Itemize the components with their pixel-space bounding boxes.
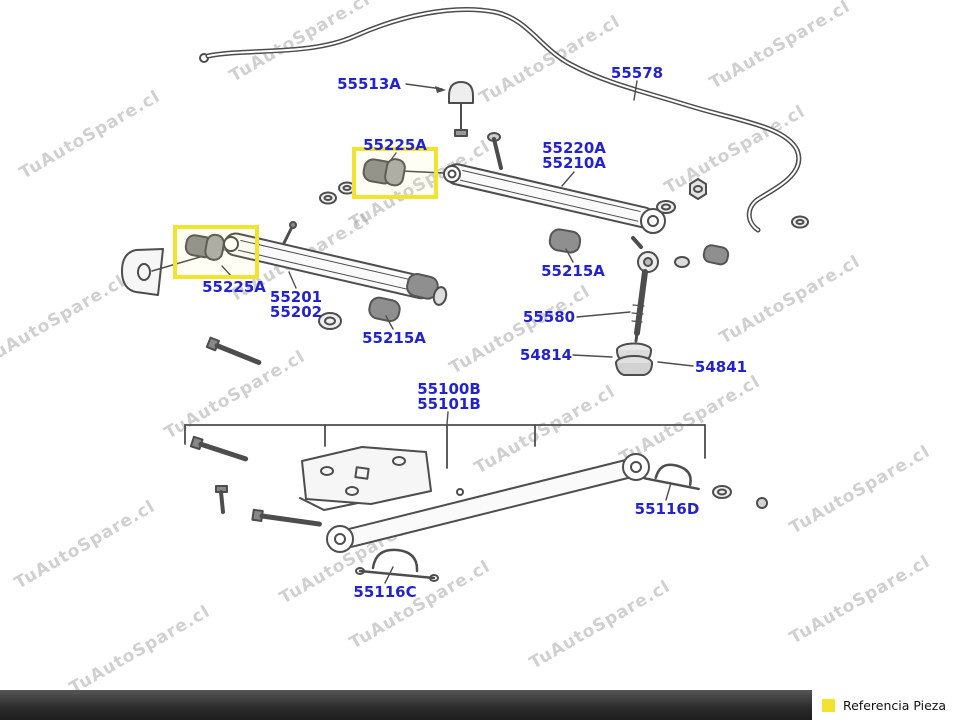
mounting-plate bbox=[299, 446, 432, 511]
clamp-55116d bbox=[643, 463, 700, 491]
part-label-55215a-right[interactable]: 55215A bbox=[541, 262, 605, 280]
bolt-long-icon bbox=[205, 336, 262, 365]
leader-lines bbox=[221, 80, 694, 584]
part-label-55202[interactable]: 55202 bbox=[269, 303, 323, 321]
part-label-55215a-mid[interactable]: 55215A bbox=[362, 329, 426, 347]
part-label-55225a-top[interactable]: 55225A bbox=[363, 136, 427, 154]
part-label-54814[interactable]: 54814 bbox=[519, 346, 573, 364]
part-label-55220a[interactable]: 55220A bbox=[542, 139, 606, 157]
part-label-55201[interactable]: 55201 bbox=[269, 288, 323, 306]
part-label-55100b[interactable]: 55100B bbox=[417, 380, 481, 398]
part-label-55101b[interactable]: 55101B bbox=[417, 395, 481, 413]
bushing-55215a-mid bbox=[368, 296, 401, 323]
bushing-stack bbox=[615, 342, 653, 376]
washer-ring-icon bbox=[318, 312, 342, 330]
part-label-55513a[interactable]: 55513A bbox=[337, 75, 401, 93]
clamp-55116c bbox=[355, 548, 439, 582]
bolt-icon bbox=[251, 508, 322, 527]
track-rod bbox=[326, 453, 650, 553]
legend: Referencia Pieza bbox=[811, 690, 960, 720]
bushing-55225a-left bbox=[184, 233, 225, 261]
stabilizer-link bbox=[631, 236, 659, 343]
part-label-55210a[interactable]: 55210A bbox=[542, 154, 606, 172]
assembly-bracket-lines bbox=[184, 424, 706, 469]
hardware-cluster bbox=[656, 178, 809, 268]
stabilizer-bar bbox=[199, 7, 802, 233]
part-highlight-box-2 bbox=[173, 225, 259, 279]
screw-icon bbox=[215, 485, 228, 514]
part-label-55580[interactable]: 55580 bbox=[522, 308, 576, 326]
part-label-55578[interactable]: 55578 bbox=[610, 64, 664, 82]
part-label-55116c[interactable]: 55116C bbox=[353, 583, 417, 601]
lateral-rod-55201 bbox=[223, 221, 448, 306]
part-label-54841[interactable]: 54841 bbox=[694, 358, 748, 376]
legend-swatch-icon bbox=[821, 698, 835, 712]
washer-icon bbox=[712, 485, 768, 509]
legend-label: Referencia Pieza bbox=[842, 697, 946, 713]
bushing-55215a-right bbox=[548, 228, 582, 254]
part-label-55225a-left[interactable]: 55225A bbox=[202, 278, 266, 296]
stabilizer-clamp bbox=[448, 81, 474, 137]
diagram-drawing bbox=[121, 7, 809, 584]
part-highlight-box-1 bbox=[352, 147, 438, 199]
part-label-55116d[interactable]: 55116D bbox=[634, 500, 700, 518]
lateral-rod-55220 bbox=[443, 163, 666, 234]
bottom-bar: Referencia Pieza bbox=[0, 690, 960, 720]
bolt-icon bbox=[487, 132, 503, 170]
bolt-icon bbox=[189, 435, 249, 462]
